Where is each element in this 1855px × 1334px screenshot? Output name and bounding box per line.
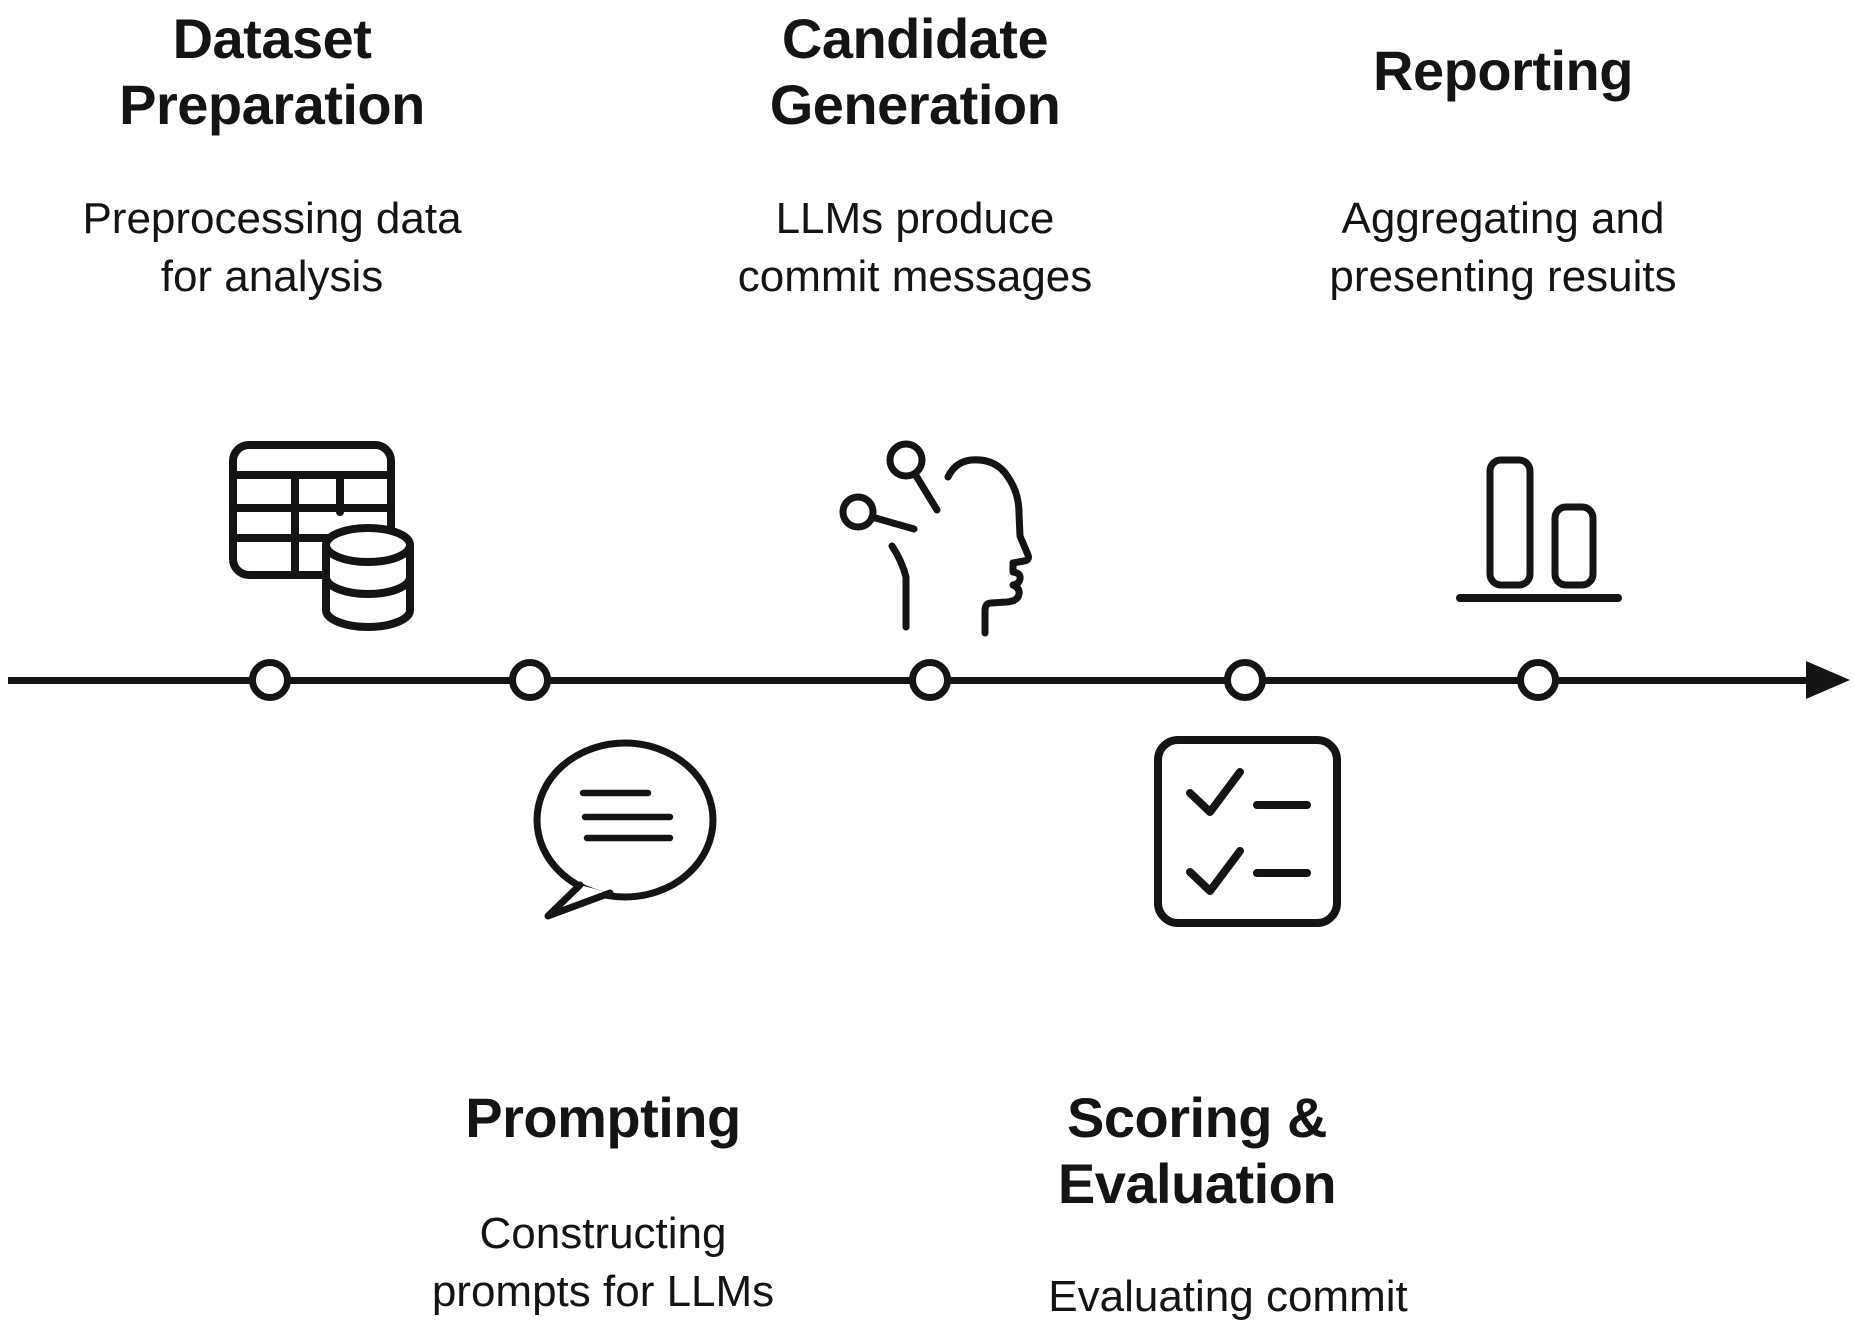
timeline-node-prompting: [509, 659, 551, 701]
stage-desc-prompting: Constructing prompts for LLMs: [431, 1209, 775, 1316]
timeline-node-scoring-evaluation: [1224, 659, 1266, 701]
timeline-node-candidate-generation: [909, 659, 951, 701]
stage-desc-scoring-evaluation: Evaluating commit: [1048, 1272, 1408, 1321]
timeline-axis-line: [8, 677, 1808, 684]
stage-desc-candidate-generation: LLMs produce commit messages: [737, 194, 1093, 301]
checklist-icon: [1154, 736, 1341, 927]
bar-chart-icon: [1456, 456, 1622, 602]
timeline-node-dataset-preparation: [249, 659, 291, 701]
timeline-arrowhead-icon: [1806, 661, 1850, 699]
stage-title-candidate-generation: Candidate Generation: [769, 7, 1061, 136]
stage-title-scoring-evaluation: Scoring & Evaluation: [1057, 1086, 1337, 1215]
stage-title-reporting: Reporting: [1373, 39, 1633, 102]
stage-title-dataset-preparation: Dataset Preparation: [119, 7, 425, 136]
timeline-node-reporting: [1517, 659, 1559, 701]
stage-title-prompting: Prompting: [465, 1086, 741, 1149]
speech-bubble-icon: [533, 739, 717, 920]
stage-desc-dataset-preparation: Preprocessing data for analysis: [82, 194, 462, 301]
table-database-icon: [229, 441, 414, 631]
ai-head-icon: [839, 440, 1032, 637]
stage-desc-reporting: Aggregating and presenting resuits: [1329, 194, 1677, 301]
